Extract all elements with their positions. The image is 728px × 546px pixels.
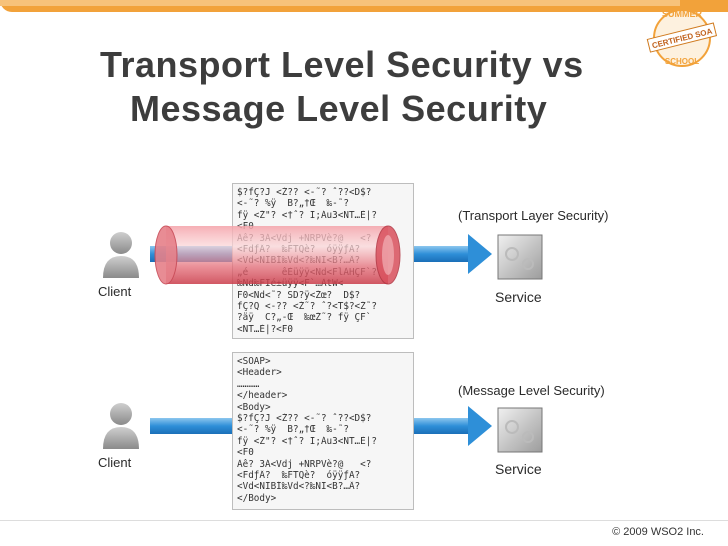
message-code-line: <-˜? %ÿ B?„†Œ ‰-˜? <box>237 424 349 436</box>
message-code-line: ………… <box>237 378 260 390</box>
transport-code-line: $?fÇ?J <Ž?? <-˜? ˆ??<D$? <box>237 187 372 198</box>
transport-client-label: Client <box>98 284 132 299</box>
slide-title-line-2: Message Level Security <box>130 88 548 129</box>
transport-code-line: <NT…È|?<F0 <box>237 323 293 335</box>
transport-caption: (Transport Layer Security) <box>458 208 609 223</box>
message-code-line: </header> <box>237 390 288 402</box>
message-service-label: Service <box>495 461 542 477</box>
transport-code-line: <F0 <box>237 221 254 233</box>
message-payload-box: <SOAP><Header>…………</header><Body>$?fÇ?J … <box>232 352 414 510</box>
footer-copyright: © 2009 WSO2 Inc. <box>612 526 704 538</box>
transport-code-line: <Vd<NIBÍ‰Vd<?‰NI<B?…Â? <box>237 255 361 267</box>
message-client-label: Client <box>98 455 132 470</box>
transport-code-line: <-˜? %ÿ B?„†Œ ‰-˜? <box>237 198 349 210</box>
transport-code-line: fÿ <Ž"? <†ˆ? Ï;Áu3<NT…È|? <box>237 209 377 221</box>
transport-code-line: Àê? 3Á<Vdj +ÑRPVè?@ <? <box>237 232 372 244</box>
message-code-line: $?fÇ?J <Ž?? <-˜? ˆ??<D$? <box>237 412 372 424</box>
message-client-icon <box>103 403 139 449</box>
transport-service-icon <box>497 234 543 280</box>
top-accent-bar <box>0 0 728 12</box>
message-code-line: <Header> <box>237 367 282 379</box>
badge-bottom-text: SCHOOL <box>665 57 699 66</box>
message-code-line: <Body> <box>237 401 271 413</box>
transport-code-line: ‰Nd‰FIé±üÿÿ<F`…ÀtW< <box>237 278 344 290</box>
message-code-line: fÿ <Ž"? <†ˆ? Ï;Áu3<NT…È|? <box>237 435 377 447</box>
message-service-icon <box>497 407 543 453</box>
summer-school-badge: SUMMER CERTIFIED SOA SCHOOL <box>646 9 718 67</box>
slide-title-line-1: Transport Level Security vs <box>100 44 584 85</box>
transport-code-line: fÇ?Q <-?? <Ž˜? ˆ?<T$?<Ž˜? <box>237 300 377 312</box>
transport-service-label: Service <box>495 289 542 305</box>
transport-code-line: ?äÿ C?„-Œ ‰œŽ˜? fÿ ÇF` <box>237 312 372 324</box>
transport-code-line: <FdƒÂ? ‰FTQè? óÿÿƒÄ? <box>237 243 361 255</box>
message-code-line: <SOAP> <box>237 356 271 367</box>
transport-code-line: „é êÈüÿÿ<Nd<FlÀHÇF`? <box>237 266 377 278</box>
transport-code-line: F0<Nd<˜? ŠD?ÿ<Žœ? D$? <box>237 289 361 301</box>
message-caption: (Message Level Security) <box>458 383 605 398</box>
message-code-line: <Vd<NIBÍ‰Vd<?‰NI<B?…Â? <box>237 481 361 493</box>
message-code-line: <FdƒÂ? ‰FTQè? óÿÿƒÄ? <box>237 469 361 481</box>
badge-top-text: SUMMER <box>662 9 702 19</box>
top-accent-highlight <box>0 0 680 6</box>
footer-divider <box>0 520 728 521</box>
message-code-line: <F0 <box>237 447 254 459</box>
message-code-line: Àê? 3Á<Vdj +ÑRPVè?@ <? <box>237 458 372 470</box>
transport-client-icon <box>103 232 139 278</box>
message-code-line: </Body> <box>237 492 277 504</box>
transport-payload-box: $?fÇ?J <Ž?? <-˜? ˆ??<D$?<-˜? %ÿ B?„†Œ ‰-… <box>232 183 414 339</box>
